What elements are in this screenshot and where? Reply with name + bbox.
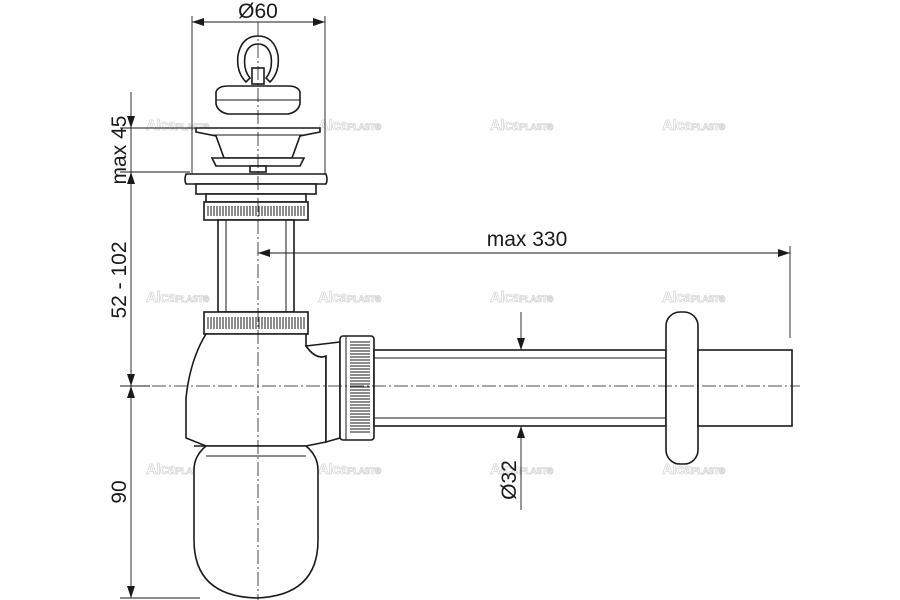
alcaplast-watermark: AlcaPLAST® (490, 461, 554, 478)
upper-nut (203, 193, 309, 221)
dim-overflow-height: max 45 (108, 116, 131, 185)
dimension-lines (120, 16, 791, 599)
sink-washer-plate (184, 173, 328, 195)
alcaplast-watermark: AlcaPLAST® (662, 289, 726, 306)
lower-nut (203, 311, 309, 335)
vertical-tube (217, 219, 295, 313)
alcaplast-watermark: AlcaPLAST® (318, 117, 382, 134)
trap-upper-body (185, 333, 327, 447)
dim-pipe-length: max 330 (487, 228, 568, 251)
side-nut-ring (339, 335, 375, 441)
alcaplast-watermark: AlcaPLAST® (662, 461, 726, 478)
alcaplast-watermark: AlcaPLAST® (146, 289, 210, 306)
dim-pipe-diameter: Ø32 (498, 460, 521, 500)
trap-cup (193, 445, 319, 599)
alcaplast-watermark: AlcaPLAST® (490, 289, 554, 306)
side-outlet (304, 335, 375, 444)
wall-rosette (665, 311, 699, 465)
horizontal-pipe (373, 311, 793, 465)
watermark-layer: AlcaPLAST® AlcaPLAST® AlcaPLAST® AlcaPLAST®… (146, 117, 727, 479)
alcaplast-watermark: AlcaPLAST® (490, 117, 554, 134)
alcaplast-watermark: AlcaPLAST® (662, 117, 726, 134)
alcaplast-watermark: AlcaPLAST® (318, 461, 382, 478)
dim-adjustable-height: 52 - 102 (108, 241, 131, 318)
alcaplast-watermark: AlcaPLAST® (146, 461, 210, 478)
bottle-trap-body (185, 333, 327, 599)
dim-trap-depth: 90 (108, 480, 131, 503)
dim-top-diameter: Ø60 (238, 0, 278, 23)
center-lines (130, 22, 800, 600)
alcaplast-watermark: AlcaPLAST® (146, 117, 210, 134)
alcaplast-watermark: AlcaPLAST® (318, 289, 382, 306)
plug-ring-icon (236, 35, 280, 84)
